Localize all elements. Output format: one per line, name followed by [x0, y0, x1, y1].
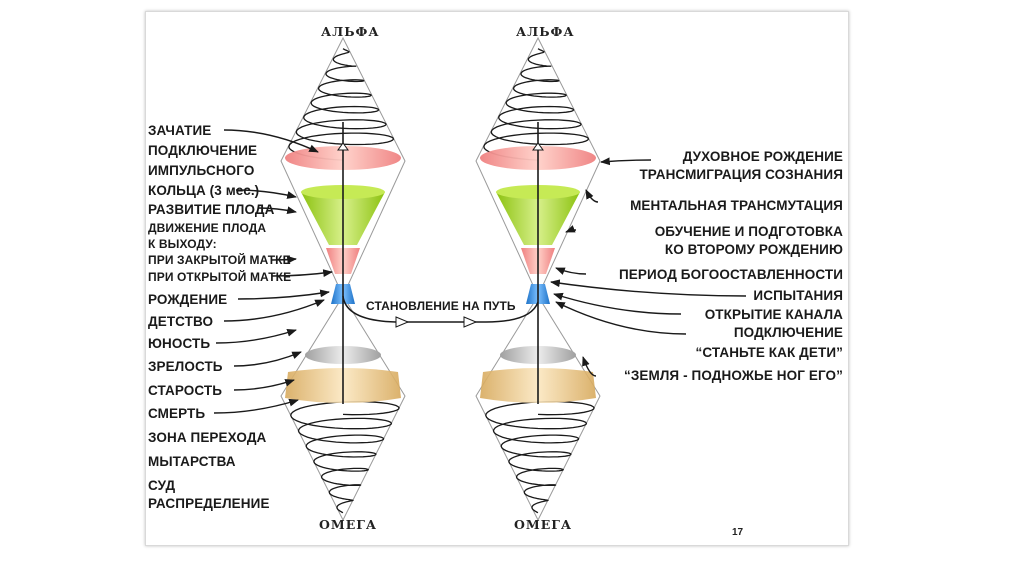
alpha-label-left: АЛЬФА: [321, 24, 380, 39]
pointer-earth: [582, 356, 597, 377]
pointer-old-age: [233, 379, 295, 391]
label-path: СТАНОВЛЕНИЕ НА ПУТЬ: [366, 299, 516, 313]
label-earth: “ЗЕМЛЯ - ПОДНОЖЬЕ НОГ ЕГО”: [624, 368, 843, 383]
label-become-children: “СТАНЬТЕ КАК ДЕТИ”: [695, 345, 843, 360]
pointer-training: [565, 225, 577, 233]
label-childhood: ДЕТСТВО: [148, 314, 214, 329]
pointer-spiritual-birth: [600, 157, 652, 166]
label-movement: ДВИЖЕНИЕ ПЛОДА: [148, 221, 267, 235]
label-impulse: ИМПУЛЬСНОГО: [148, 163, 255, 178]
label-training: ОБУЧЕНИЕ И ПОДГОТОВКА: [654, 224, 843, 239]
pointer-connection: [555, 301, 687, 335]
right-upper-spiral: [483, 48, 590, 161]
label-connection-right: ПОДКЛЮЧЕНИЕ: [733, 325, 843, 340]
label-connection: ПОДКЛЮЧЕНИЕ: [148, 143, 258, 158]
pointer-trials: [550, 279, 747, 297]
label-youth: ЮНОСТЬ: [148, 336, 211, 351]
label-ring: КОЛЬЦА (3 мес.): [148, 183, 260, 198]
pointer-childhood: [223, 299, 325, 322]
pointer-channel: [553, 292, 682, 315]
path-arrow-2: [463, 316, 478, 328]
pointer-open: [271, 269, 333, 278]
label-transmigration: ТРАНСМИГРАЦИЯ СОЗНАНИЯ: [639, 167, 843, 182]
right-lower-spiral: [485, 400, 595, 514]
label-fetus: РАЗВИТИЕ ПЛОДА: [148, 202, 275, 217]
label-open-womb: ПРИ ОТКРЫТОЙ МАТКЕ: [148, 270, 292, 284]
label-conception: ЗАЧАТИЕ: [148, 123, 212, 138]
pointer-youth: [215, 328, 297, 344]
label-old-age: СТАРОСТЬ: [148, 383, 223, 398]
slide: АЛЬФА ОМЕГА АЛЬФА ОМЕГА ЗАЧАТИЕ ПОДКЛЮЧЕ…: [145, 11, 849, 546]
right-axis-arrow: [532, 142, 544, 151]
pointer-birth: [237, 289, 330, 300]
pointer-death: [213, 398, 299, 414]
diagram-graphics: [213, 36, 747, 522]
alpha-label-right: АЛЬФА: [516, 24, 575, 39]
path-arrow-1: [395, 316, 410, 328]
pointer-maturity: [233, 351, 302, 367]
page-number: 17: [732, 527, 744, 538]
label-channel: ОТКРЫТИЕ КАНАЛА: [704, 307, 843, 322]
label-judgment: СУД: [148, 478, 176, 493]
pointer-mental: [585, 189, 599, 203]
label-maturity: ЗРЕЛОСТЬ: [148, 359, 223, 374]
label-abandonment: ПЕРИОД БОГООСТАВЛЕННОСТИ: [619, 267, 843, 282]
left-upper-spiral: [288, 48, 395, 161]
label-second-birth: КО ВТОРОМУ РОЖДЕНИЮ: [664, 242, 843, 257]
pointer-abandonment: [555, 267, 587, 275]
omega-label-left: ОМЕГА: [319, 517, 378, 532]
pointer-closed: [271, 255, 297, 264]
label-spiritual-birth: ДУХОВНОЕ РОЖДЕНИЕ: [682, 149, 843, 164]
label-birth: РОЖДЕНИЕ: [148, 292, 228, 307]
label-to-exit: К ВЫХОДУ:: [148, 237, 217, 251]
label-ordeals: МЫТАРСТВА: [148, 454, 236, 469]
pointer-fetus: [257, 206, 297, 215]
label-closed-womb: ПРИ ЗАКРЫТОЙ МАТКЕ: [148, 253, 291, 267]
label-mental: МЕНТАЛЬНАЯ ТРАНСМУТАЦИЯ: [630, 198, 843, 213]
omega-label-right: ОМЕГА: [514, 517, 573, 532]
left-lower-spiral: [290, 400, 400, 514]
label-death: СМЕРТЬ: [148, 406, 206, 421]
label-distribution: РАСПРЕДЕЛЕНИЕ: [148, 496, 270, 511]
left-axis-arrow: [337, 142, 349, 151]
pointer-conception: [223, 129, 319, 153]
label-trials: ИСПЫТАНИЯ: [753, 288, 843, 303]
pointer-ring: [235, 189, 297, 199]
label-transition: ЗОНА ПЕРЕХОДА: [148, 430, 267, 445]
